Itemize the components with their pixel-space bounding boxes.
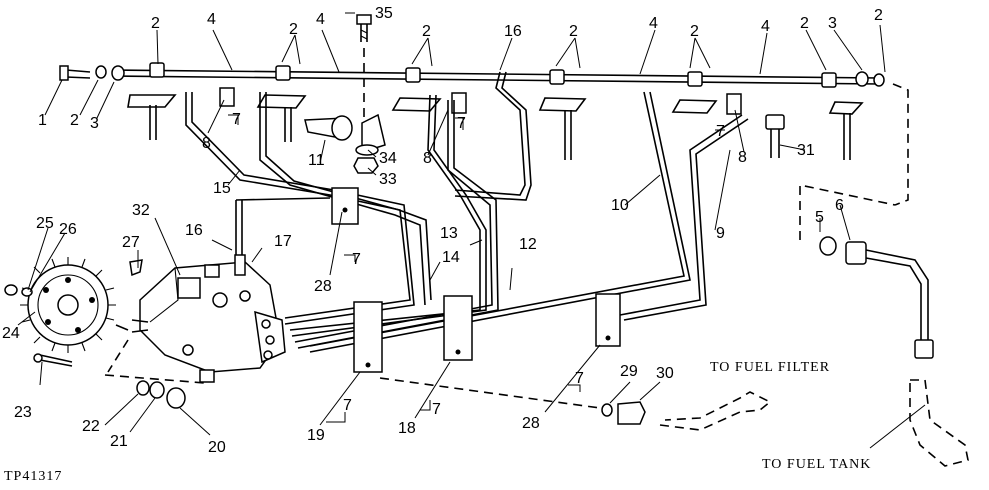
callout-7: 7 [575, 370, 584, 387]
callout-4: 4 [207, 11, 216, 28]
callout-23: 23 [14, 404, 32, 421]
callout-2: 2 [569, 23, 578, 40]
callout-22: 22 [82, 418, 100, 435]
callout-1: 1 [38, 112, 47, 129]
banjo-bolt [59, 65, 91, 81]
fuel-supply-fitting [379, 377, 772, 431]
line-clamp-blocks [331, 187, 621, 373]
callout-32: 32 [132, 202, 150, 219]
callout-16: 16 [504, 23, 522, 40]
callout-2: 2 [151, 15, 160, 32]
fuel-tank-line [799, 83, 969, 467]
callout-2: 2 [874, 7, 883, 24]
callout-13: 13 [440, 225, 458, 242]
callout-14: 14 [442, 249, 460, 266]
callout-31: 31 [797, 142, 815, 159]
leader-lines [17, 12, 926, 449]
callout-17: 17 [274, 233, 292, 250]
fittings-bottom [104, 339, 206, 409]
callout-8: 8 [202, 135, 211, 152]
callout-25: 25 [36, 215, 54, 232]
callout-9: 9 [716, 225, 725, 242]
callout-2: 2 [800, 15, 809, 32]
callout-5: 5 [815, 209, 824, 226]
bolt-31 [765, 114, 785, 158]
callout-16: 16 [185, 222, 203, 239]
callout-8: 8 [423, 150, 432, 167]
callout-8: 8 [738, 149, 747, 166]
callout-20: 20 [208, 439, 226, 456]
label-to-fuel-tank: TO FUEL TANK [762, 457, 871, 472]
callout-7: 7 [232, 111, 241, 128]
figure-id: TP41317 [4, 469, 62, 484]
callout-2: 2 [690, 23, 699, 40]
callout-7: 7 [432, 401, 441, 418]
callout-28: 28 [522, 415, 540, 432]
line-clamps-top [219, 87, 742, 115]
callout-2: 2 [289, 21, 298, 38]
callout-34: 34 [379, 150, 397, 167]
callout-15: 15 [213, 180, 231, 197]
callout-28: 28 [314, 278, 332, 295]
drive-gear [4, 257, 143, 367]
callout-35: 35 [375, 5, 393, 22]
callout-18: 18 [398, 420, 416, 437]
injection-pump [115, 254, 286, 383]
callout-2: 2 [422, 23, 431, 40]
callout-29: 29 [620, 363, 638, 380]
callout-2: 2 [70, 112, 79, 129]
callout-30: 30 [656, 365, 674, 382]
callout-6: 6 [835, 197, 844, 214]
callout-21: 21 [110, 433, 128, 450]
callout-3: 3 [828, 15, 837, 32]
callout-33: 33 [379, 171, 397, 188]
loose-parts [304, 14, 386, 174]
callout-19: 19 [307, 427, 325, 444]
callout-7: 7 [352, 251, 361, 268]
label-to-fuel-filter: TO FUEL FILTER [710, 360, 830, 375]
leak-off-line [111, 69, 881, 85]
callout-26: 26 [59, 221, 77, 238]
callout-7: 7 [343, 397, 352, 414]
callout-4: 4 [316, 11, 325, 28]
callout-7: 7 [457, 115, 466, 132]
injection-lines [185, 71, 749, 353]
callout-7: 7 [716, 123, 725, 140]
callout-4: 4 [761, 18, 770, 35]
callout-4: 4 [649, 15, 658, 32]
callout-27: 27 [122, 234, 140, 251]
callout-10: 10 [611, 197, 629, 214]
callout-24: 24 [2, 325, 20, 342]
callout-11: 11 [308, 152, 325, 169]
callout-3: 3 [90, 115, 99, 132]
callout-numbers: 1 2 3 2 4 2 4 35 2 16 2 4 2 4 2 3 2 8 7 … [2, 5, 883, 456]
banjo-fittings [95, 62, 885, 88]
callout-12: 12 [519, 236, 537, 253]
